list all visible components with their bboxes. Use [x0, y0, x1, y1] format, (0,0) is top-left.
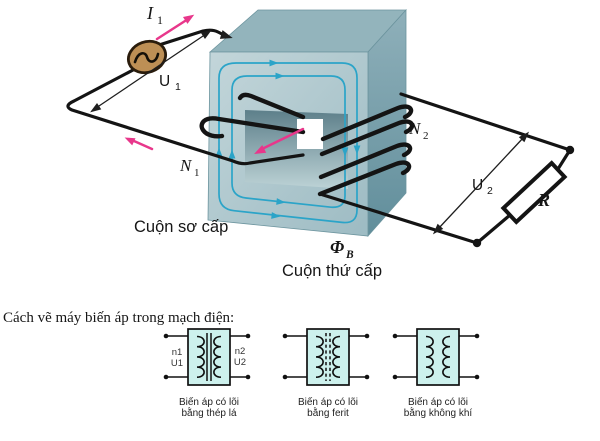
symbol-caption-line2: bằng ferit — [307, 406, 349, 419]
label-u1-sub: 1 — [175, 81, 181, 93]
secondary-winding-turn-2 — [319, 119, 415, 157]
magnetic-flux-lines — [215, 59, 361, 224]
ac-source — [127, 39, 167, 75]
symbol-left-coil — [315, 335, 324, 378]
schematic-section: Cách vẽ máy biến áp trong mạch điện: n1 … — [3, 310, 480, 419]
label-flux: Φ — [330, 237, 344, 257]
symbol-label-u2: U2 — [234, 357, 246, 368]
u2-voltage-arrow — [430, 129, 532, 237]
terminal-dot — [474, 333, 480, 339]
terminal-dot — [245, 333, 251, 339]
symbol-caption-line2: bằng thép lá — [181, 406, 236, 419]
schematic-symbol-ferrite: Biến áp có lõi bằng ferit — [282, 328, 370, 419]
return-current-arrow — [122, 133, 154, 151]
label-u2-sub: 2 — [487, 185, 493, 197]
label-n1: N — [179, 156, 193, 175]
label-i1: I — [146, 3, 154, 23]
symbol-caption-line2: bằng không khí — [404, 406, 473, 419]
symbol-box — [306, 328, 350, 386]
secondary-winding-turn-3 — [318, 142, 413, 180]
symbol-label-n1: n1 — [172, 347, 183, 358]
flux-loop-inner — [231, 75, 346, 209]
label-n1-sub: 1 — [194, 167, 200, 179]
symbol-caption-line1: Biến áp có lõi — [179, 396, 239, 408]
symbol-label-n2: n2 — [235, 346, 246, 357]
primary-winding-turn-1 — [237, 92, 306, 120]
terminal-dot — [163, 333, 169, 339]
symbol-caption-line1: Biến áp có lõi — [298, 396, 358, 408]
terminal-dot — [364, 374, 370, 380]
terminal-dot — [474, 374, 480, 380]
resistor-top-wire — [556, 148, 572, 171]
label-flux-sub: B — [345, 249, 354, 261]
symbol-left-coil — [425, 335, 434, 378]
terminal-dot — [282, 333, 288, 339]
terminal-dot — [282, 374, 288, 380]
label-primary-coil: Cuộn sơ cấp — [134, 218, 228, 236]
label-u1: U — [159, 73, 170, 90]
schematic-symbol-steel: n1 U1 n2 U2 Biến áp có lõi bằng thép lá — [163, 328, 251, 419]
label-r: R — [537, 190, 550, 210]
core-window-opening — [297, 119, 323, 149]
schematic-heading: Cách vẽ máy biến áp trong mạch điện: — [3, 310, 234, 326]
primary-circuit — [66, 11, 306, 166]
symbol-left-coil — [196, 335, 205, 378]
window-current-arrow — [252, 127, 305, 158]
ac-sine-icon — [133, 52, 160, 64]
terminal-dot — [245, 374, 251, 380]
primary-bottom-wire — [66, 68, 305, 166]
terminal-dot — [364, 333, 370, 339]
secondary-bottom-lead — [318, 192, 479, 245]
label-secondary-coil: Cuộn thứ cấp — [282, 262, 382, 280]
label-n2-sub: 2 — [423, 130, 429, 142]
secondary-circuit — [317, 92, 575, 248]
terminal-dot — [163, 374, 169, 380]
diagram-labels: I 1 U 1 N 1 N 2 U 2 R Φ B Cuộn sơ cấp Cu… — [134, 3, 550, 280]
symbol-right-coil — [332, 335, 341, 378]
terminal-dot — [392, 333, 398, 339]
label-n2: N — [408, 119, 422, 138]
symbol-right-coil — [213, 335, 222, 378]
resistor-bottom-wire — [475, 213, 512, 245]
secondary-top-lead — [399, 92, 572, 152]
secondary-winding-turn-4 — [317, 160, 412, 197]
symbol-box — [187, 328, 231, 386]
terminal-dot — [392, 374, 398, 380]
symbol-right-coil — [442, 335, 451, 378]
schematic-symbol-air: Biến áp có lõi bằng không khí — [392, 328, 480, 419]
primary-winding-turn-2 — [199, 116, 306, 139]
resistor — [500, 160, 568, 225]
secondary-winding-turn-1 — [320, 104, 414, 142]
symbol-label-u1: U1 — [171, 358, 183, 369]
symbol-caption-line1: Biến áp có lõi — [408, 396, 468, 408]
i1-current-arrow — [155, 11, 197, 41]
symbol-box — [416, 328, 460, 386]
flux-loop-outer — [218, 62, 358, 224]
u1-voltage-arrow — [87, 26, 215, 116]
label-i1-sub: 1 — [157, 13, 163, 27]
label-u2: U — [472, 177, 483, 194]
